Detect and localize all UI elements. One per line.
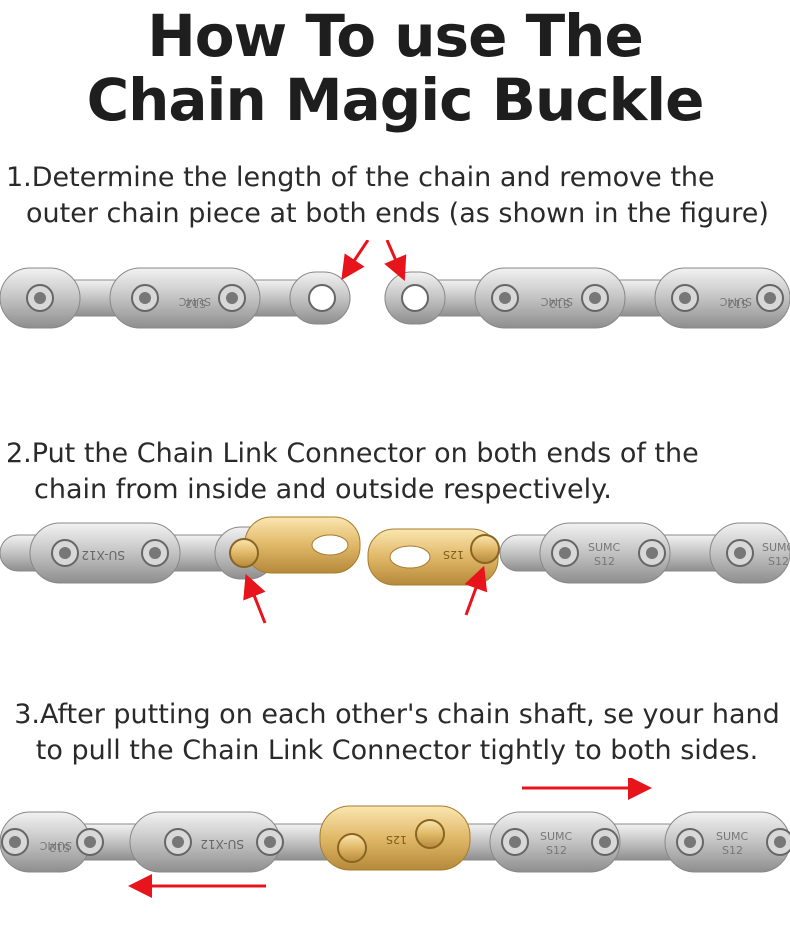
step-2-line-2: chain from inside and outside respective… — [34, 474, 612, 505]
plate-mark-sumc: SUMC — [178, 295, 211, 308]
plate-mark-sumc: SUMC — [762, 541, 790, 554]
joined-gold-connector: 12S — [319, 805, 471, 871]
plate-mark-sumc: SUMC — [540, 295, 573, 308]
left-chain-segment: S12 SUMC — [0, 267, 351, 329]
title-line-2: Chain Magic Buckle — [86, 66, 705, 134]
red-arrow-left — [341, 240, 370, 280]
step-1-line-2: outer chain piece at both ends (as shown… — [26, 198, 769, 229]
plate-mark-sumc: SUMC — [39, 839, 72, 852]
connector-mark: 12S — [386, 833, 407, 846]
plate-mark-s12: S12 — [185, 297, 206, 310]
plate-mark-sumc: SUMC — [588, 541, 621, 554]
plate-mark-s12: S12 — [594, 555, 615, 568]
plate-mark-s12: S12 — [49, 841, 70, 854]
plate-mark-s12: S12 — [722, 844, 743, 857]
step-3-line-2: to pull the Chain Link Connector tightly… — [35, 735, 759, 766]
plate-mark-su-x12: SU-X12 — [200, 837, 244, 851]
step-1-line-1: 1.Determine the length of the chain and … — [6, 162, 715, 193]
step-1-instructions: 1.Determine the length of the chain and … — [6, 160, 769, 232]
assembled-chain: S12 SUMC SU-X12 SUMC S12 SUMC S12 — [0, 811, 790, 873]
step-1-chain-figure: S12 SUMC S12 SUMC S12 SUMC — [0, 240, 790, 329]
title-line-1: How To use The — [147, 2, 644, 70]
plate-mark-s12: S12 — [546, 844, 567, 857]
connector-mark: 12S — [443, 548, 464, 561]
plate-mark-s12: S12 — [727, 297, 748, 310]
step-2-chain-figure: SU-X12 12S SUMC S12 SUMC S12 — [0, 516, 790, 624]
plate-mark-sumc: SUMC — [716, 830, 749, 843]
left-gold-connector — [229, 516, 361, 574]
page-title: How To use The Chain Magic Buckle — [0, 4, 790, 132]
step-2-line-1: 2.Put the Chain Link Connector on both e… — [6, 438, 699, 469]
right-gold-connector: 12S — [367, 528, 500, 586]
plate-mark-su-x12: SU-X12 — [81, 548, 125, 562]
step-2-instructions: 2.Put the Chain Link Connector on both e… — [6, 436, 699, 508]
plate-mark-sumc: SUMC — [540, 830, 573, 843]
step-3-chain-figure: S12 SUMC SU-X12 SUMC S12 SUMC S12 12S — [0, 778, 790, 898]
step-3-line-1: 3.After putting on each other's chain sh… — [14, 699, 780, 730]
plate-mark-s12: S12 — [549, 297, 570, 310]
plate-mark-s12: S12 — [768, 555, 789, 568]
red-arrow-right — [384, 240, 407, 282]
plate-mark-sumc: SUMC — [719, 295, 752, 308]
right-chain-with-pin: SUMC S12 SUMC S12 — [499, 522, 790, 584]
red-arrow-pin-right — [464, 565, 488, 616]
red-arrow-pin-left — [243, 573, 267, 624]
step-3-instructions: 3.After putting on each other's chain sh… — [4, 697, 790, 769]
right-chain-segment: S12 SUMC S12 SUMC — [384, 267, 790, 329]
